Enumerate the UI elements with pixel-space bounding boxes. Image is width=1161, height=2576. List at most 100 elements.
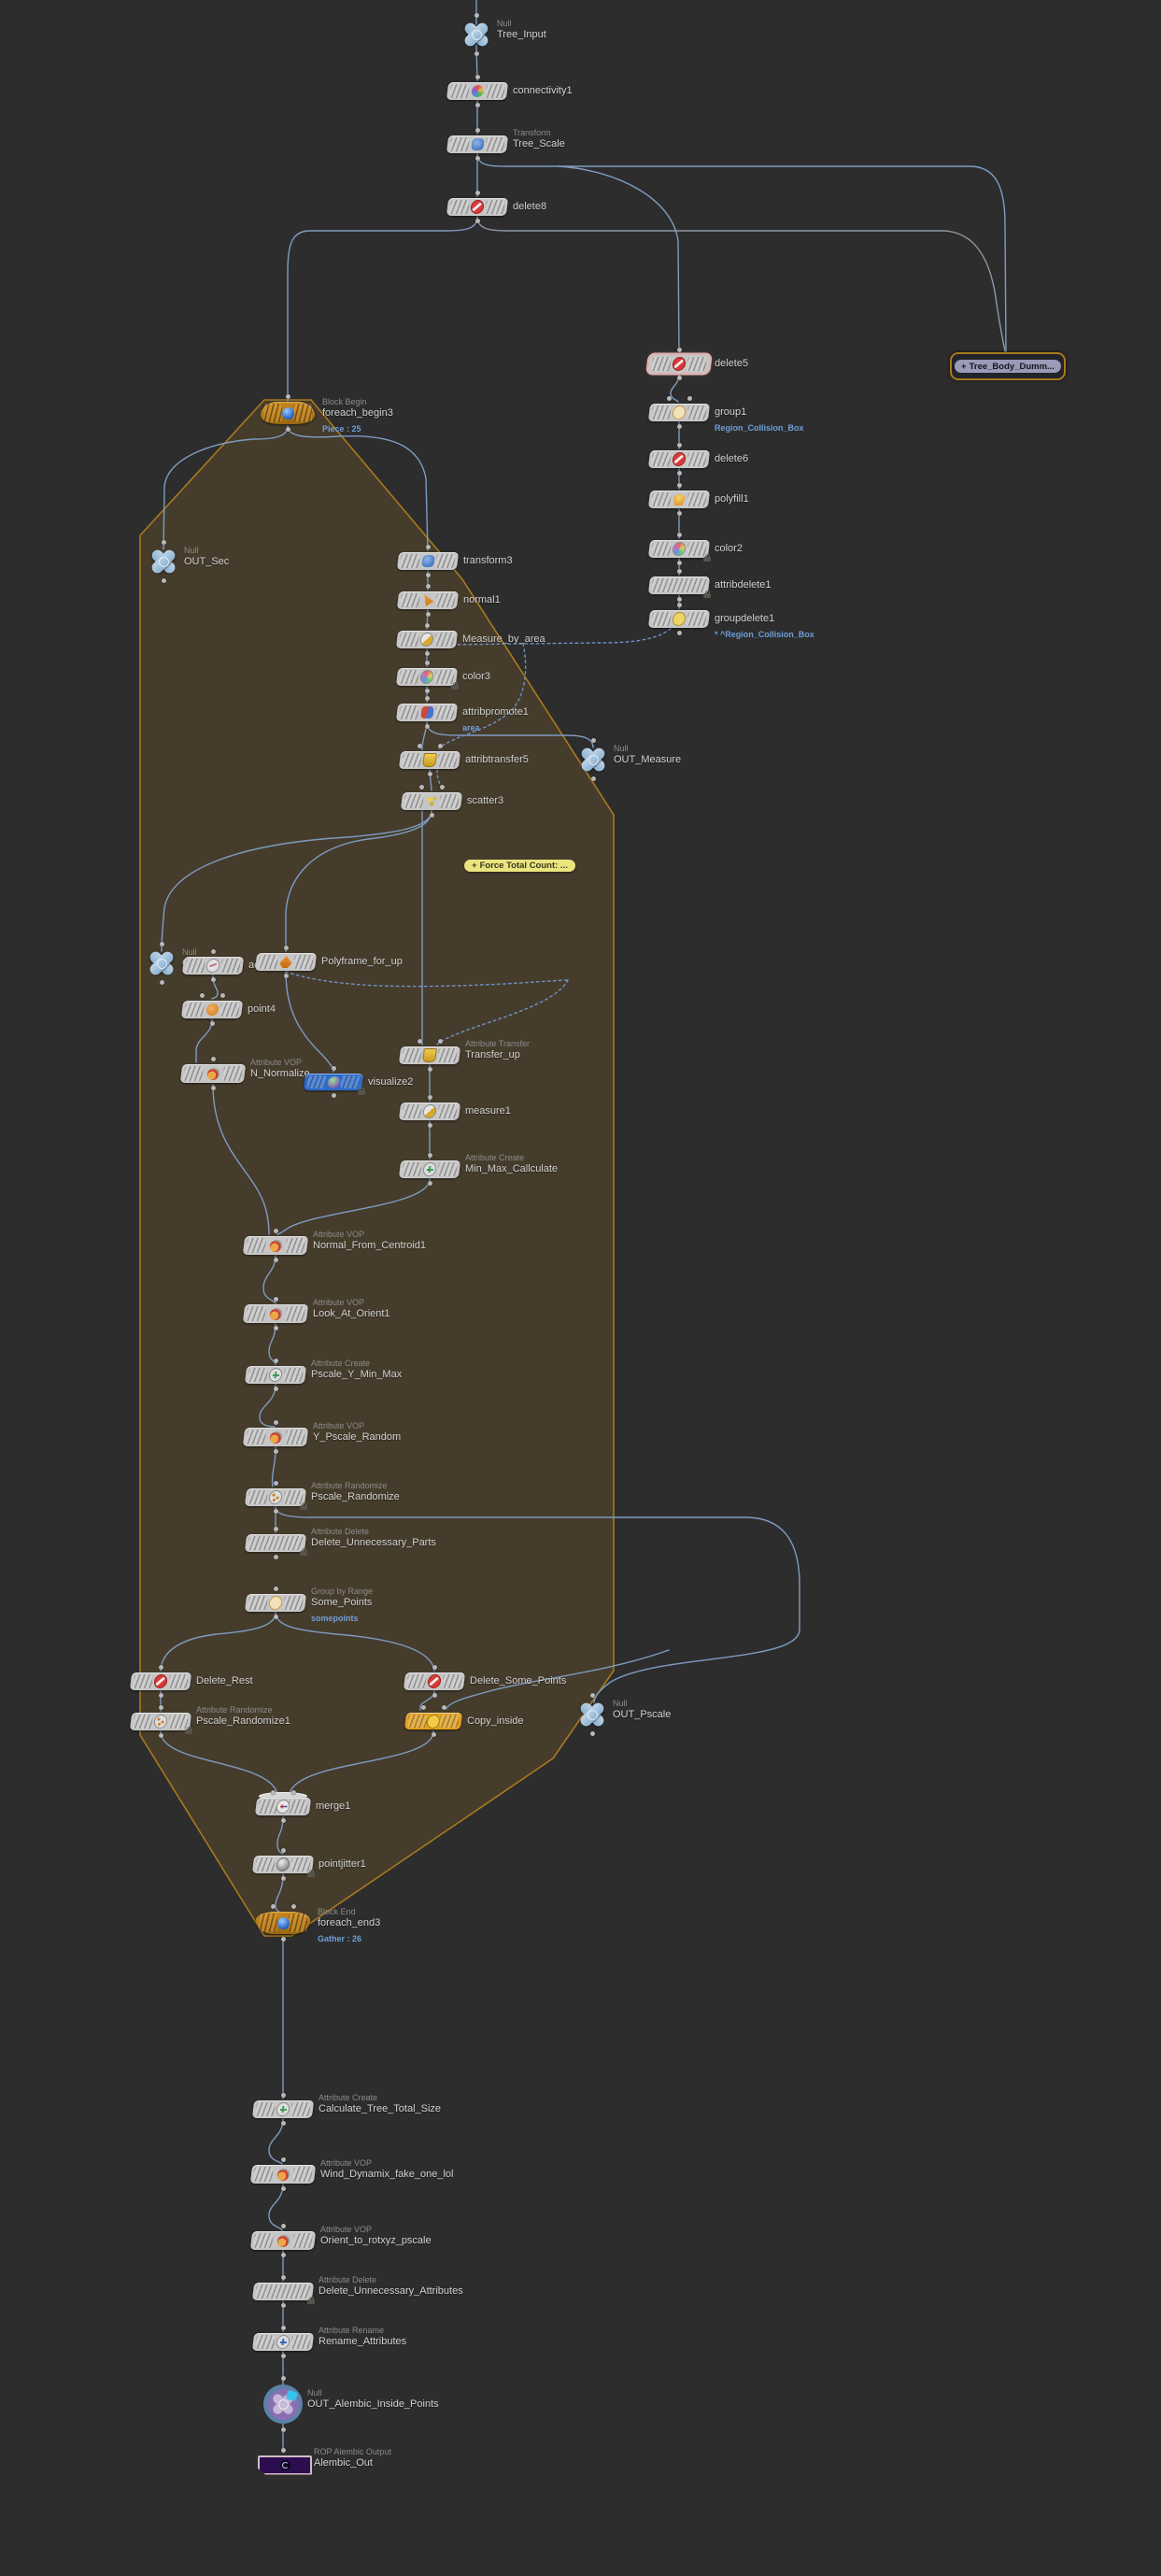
output-connector[interactable] (474, 51, 479, 56)
node-body[interactable] (251, 2282, 315, 2300)
output-connector[interactable] (273, 1258, 278, 1262)
input-connector[interactable] (420, 1705, 426, 1710)
output-connector[interactable] (280, 1817, 286, 1823)
output-connector[interactable] (280, 1875, 286, 1881)
output-connector[interactable] (676, 596, 682, 602)
node-body[interactable] (242, 1428, 309, 1446)
input-connector[interactable] (280, 2224, 286, 2228)
node-body[interactable] (398, 1046, 461, 1064)
input-connector[interactable] (676, 532, 682, 537)
node-body[interactable] (254, 1797, 312, 1815)
output-connector[interactable] (676, 560, 682, 565)
input-connector[interactable] (158, 1704, 163, 1710)
input-connector[interactable] (219, 992, 225, 998)
input-connector[interactable] (158, 1664, 163, 1670)
output-connector[interactable] (590, 776, 596, 781)
input-connector[interactable] (589, 1693, 595, 1698)
output-connector[interactable] (280, 2353, 286, 2358)
output-connector[interactable] (273, 1449, 278, 1454)
output-connector[interactable] (273, 1326, 278, 1331)
node-body[interactable] (180, 1000, 244, 1018)
node-body[interactable] (647, 490, 711, 508)
input-connector[interactable] (210, 948, 216, 954)
input-connector[interactable] (441, 1705, 446, 1710)
input-connector[interactable] (280, 2376, 286, 2381)
node-body[interactable] (244, 1533, 307, 1552)
node-body[interactable] (398, 1102, 461, 1120)
input-connector[interactable] (159, 942, 164, 946)
input-connector[interactable] (273, 1358, 278, 1363)
input-connector[interactable] (280, 2157, 286, 2162)
output-connector[interactable] (161, 578, 166, 583)
output-connector[interactable] (210, 976, 216, 982)
node-body[interactable] (242, 1304, 309, 1323)
input-connector[interactable] (199, 992, 205, 998)
input-connector[interactable] (474, 190, 480, 195)
output-connector[interactable] (424, 688, 430, 693)
node-body[interactable] (258, 2455, 312, 2475)
output-connector[interactable] (676, 470, 682, 476)
input-connector[interactable] (676, 347, 682, 352)
input-connector[interactable] (283, 945, 289, 950)
node-body[interactable] (395, 630, 459, 648)
input-connector[interactable] (439, 784, 445, 790)
output-connector[interactable] (280, 2302, 286, 2308)
input-connector[interactable] (424, 695, 430, 701)
input-connector[interactable] (474, 74, 480, 79)
node-body[interactable] (647, 449, 711, 468)
node-body[interactable] (404, 1713, 463, 1729)
input-connector[interactable] (474, 127, 480, 133)
input-connector[interactable] (285, 394, 290, 399)
node-body[interactable] (129, 1712, 192, 1730)
node-body[interactable] (398, 750, 461, 769)
input-connector[interactable] (280, 1847, 286, 1853)
network-box-collapsed[interactable]: +Tree_Body_Dumm... (950, 352, 1066, 380)
input-connector[interactable] (437, 1038, 443, 1044)
output-connector[interactable] (676, 510, 682, 516)
output-connector[interactable] (474, 155, 480, 161)
output-connector[interactable] (427, 771, 432, 776)
node-body[interactable] (251, 1855, 315, 1873)
output-connector[interactable] (427, 1180, 432, 1186)
input-connector[interactable] (280, 2447, 286, 2453)
input-connector[interactable] (331, 1066, 336, 1071)
output-connector[interactable] (676, 423, 682, 429)
input-connector[interactable] (474, 13, 479, 18)
input-connector[interactable] (676, 568, 682, 574)
input-connector[interactable] (273, 1480, 278, 1486)
output-connector[interactable] (474, 102, 480, 107)
node-body[interactable] (446, 197, 509, 216)
node-body[interactable] (396, 591, 460, 609)
input-connector[interactable] (161, 540, 166, 545)
output-connector[interactable] (273, 1508, 278, 1514)
output-connector[interactable] (589, 1731, 595, 1736)
output-connector[interactable] (273, 1614, 278, 1619)
output-connector[interactable] (283, 973, 289, 978)
output-connector[interactable] (427, 1066, 432, 1072)
node-body[interactable] (249, 2165, 317, 2184)
input-connector[interactable] (418, 784, 424, 790)
input-connector[interactable] (424, 622, 430, 628)
input-connector[interactable] (280, 2274, 286, 2280)
input-connector[interactable] (210, 1057, 216, 1061)
node-body[interactable] (647, 609, 711, 628)
input-connector[interactable] (425, 583, 431, 589)
node-body[interactable] (398, 1160, 461, 1178)
output-connector[interactable] (273, 1554, 278, 1559)
output-connector[interactable] (285, 427, 290, 432)
output-connector[interactable] (424, 723, 430, 729)
output-connector[interactable] (280, 2186, 286, 2191)
output-connector[interactable] (331, 1093, 336, 1098)
input-connector[interactable] (590, 738, 596, 743)
input-connector[interactable] (424, 660, 430, 665)
output-connector[interactable] (280, 1937, 286, 1942)
output-connector[interactable] (210, 1086, 216, 1090)
node-body[interactable] (446, 81, 509, 100)
node-body[interactable] (647, 403, 711, 421)
node-body[interactable] (256, 1912, 310, 1934)
node-body[interactable] (403, 1672, 466, 1690)
node-body[interactable] (251, 2099, 315, 2118)
node-body[interactable] (244, 1487, 307, 1506)
node-body[interactable] (181, 956, 245, 975)
